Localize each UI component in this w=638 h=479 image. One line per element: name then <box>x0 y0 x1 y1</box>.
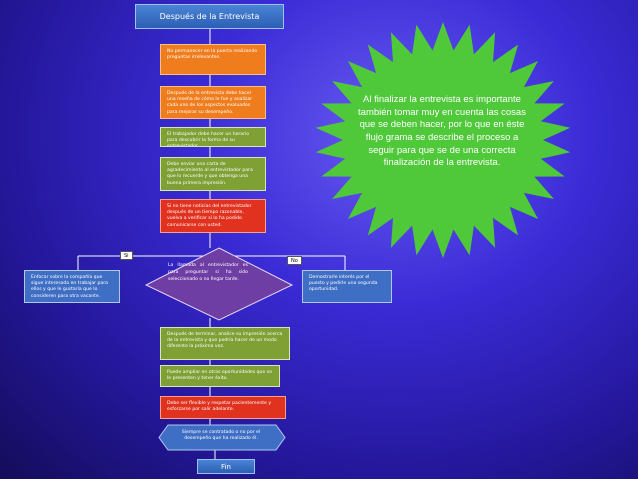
after-step-2-text: Puede ampliar en otras oportunidades que… <box>167 370 272 382</box>
yes-outcome-text: Enfocar sobre la compañía que sigue inte… <box>31 275 108 299</box>
step-1-box: No permanecer en la puerta realizando pr… <box>160 44 266 75</box>
decision-diamond <box>144 247 294 321</box>
after-step-3-box: Debe ser flexible y respetar pacientemen… <box>160 396 286 419</box>
after-step-3-text: Debe ser flexible y respetar pacientemen… <box>167 401 272 413</box>
end-label: Fin <box>197 459 255 474</box>
step-5-box: Si no tiene noticias del entrevistador d… <box>160 199 266 233</box>
after-step-1-box: Después de terminar, analice su impresió… <box>160 327 290 360</box>
step-4-box: Debe enviar una carta de agradecimiento … <box>160 157 266 191</box>
step-2-text: Después de la entrevista debe hacer una … <box>167 91 253 115</box>
no-outcome-text: Demostrarle interés por el puesto y pedi… <box>309 275 378 293</box>
decision-text: La llamada al entrevistador es para preg… <box>168 263 248 282</box>
step-3-text: El trabajador debe hacer un horario para… <box>167 132 250 147</box>
step-1-text: No permanecer en la puerta realizando pr… <box>167 49 258 61</box>
step-5-text: Si no tiene noticias del entrevistador d… <box>167 204 252 228</box>
no-outcome-box: Demostrarle interés por el puesto y pedi… <box>302 270 392 303</box>
final-step-hexagon <box>158 424 286 451</box>
yes-label: Si <box>120 251 133 260</box>
step-3-box: El trabajador debe hacer un horario para… <box>160 127 266 147</box>
after-step-1-text: Después de terminar, analice su impresió… <box>167 332 283 350</box>
page-title: Después de la Entrevista <box>135 4 284 29</box>
step-4-text: Debe enviar una carta de agradecimiento … <box>167 162 253 186</box>
no-label: No <box>287 256 302 265</box>
after-step-2-box: Puede ampliar en otras oportunidades que… <box>160 365 280 387</box>
step-2-box: Después de la entrevista debe hacer una … <box>160 86 266 119</box>
after-step-4-text: Siempre se contratado o no por el desemp… <box>181 430 261 442</box>
yes-outcome-box: Enfocar sobre la compañía que sigue inte… <box>24 270 120 303</box>
callout-text: Al finalizar la entrevista es importante… <box>358 94 526 169</box>
callout-star <box>315 22 571 258</box>
